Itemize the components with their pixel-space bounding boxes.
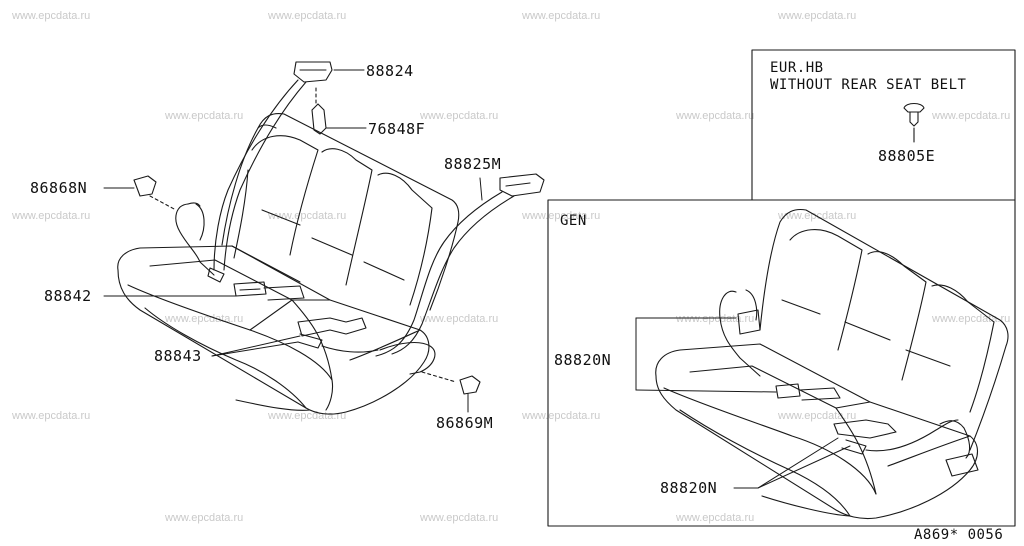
watermark: www.epcdata.ru [778, 410, 857, 422]
rear-seat-main [117, 112, 460, 415]
leader-lines-gen [635, 317, 851, 489]
part-label-76848F[interactable]: 76848F [368, 120, 426, 138]
belt-88825M [375, 173, 545, 375]
watermark: www.epcdata.ru [165, 512, 244, 524]
watermark: www.epcdata.ru [676, 313, 755, 325]
watermark: www.epcdata.ru [676, 512, 755, 524]
watermark: www.epcdata.ru [268, 210, 347, 222]
watermark: www.epcdata.ru [12, 210, 91, 222]
watermark: www.epcdata.ru [420, 110, 499, 122]
watermark: www.epcdata.ru [268, 10, 347, 22]
part-label-88824[interactable]: 88824 [366, 62, 414, 80]
watermark: www.epcdata.ru [778, 10, 857, 22]
watermark: www.epcdata.ru [12, 410, 91, 422]
part-label-88825M[interactable]: 88825M [444, 155, 502, 173]
part-label-88805E[interactable]: 88805E [878, 147, 936, 165]
part-label-86869M[interactable]: 86869M [436, 414, 494, 432]
buckle-86869M [421, 371, 481, 395]
watermark: www.epcdata.ru [522, 210, 601, 222]
watermark: www.epcdata.ru [932, 313, 1011, 325]
watermark: www.epcdata.ru [420, 313, 499, 325]
buckle-88842 [233, 281, 305, 301]
plug-88805E [903, 102, 925, 143]
leader-lines-main [103, 69, 483, 413]
buckle-86868N [133, 175, 225, 283]
watermark: www.epcdata.ru [268, 410, 347, 422]
watermark: www.epcdata.ru [932, 110, 1011, 122]
watermark: www.epcdata.ru [522, 10, 601, 22]
part-label-88820N-upper[interactable]: 88820N [554, 351, 612, 369]
buckle-88843 [297, 317, 379, 353]
part-label-86868N[interactable]: 86868N [30, 179, 88, 197]
part-label-88820N-lower[interactable]: 88820N [660, 479, 718, 497]
part-label-88842[interactable]: 88842 [44, 287, 92, 305]
rear-seat-gen [655, 208, 1009, 520]
part-label-88843[interactable]: 88843 [154, 347, 202, 365]
watermark: www.epcdata.ru [420, 512, 499, 524]
eur-box-subtitle: WITHOUT REAR SEAT BELT [770, 77, 967, 93]
watermark: www.epcdata.ru [676, 110, 755, 122]
watermark: www.epcdata.ru [165, 110, 244, 122]
watermark: www.epcdata.ru [12, 10, 91, 22]
watermark: www.epcdata.ru [165, 313, 244, 325]
gen-box-frame [547, 199, 1016, 527]
watermark: www.epcdata.ru [522, 410, 601, 422]
gen-box-label: GEN [560, 213, 587, 229]
eur-box-title: EUR.HB [770, 60, 824, 76]
diagram-code: A869* 0056 [914, 527, 1004, 543]
